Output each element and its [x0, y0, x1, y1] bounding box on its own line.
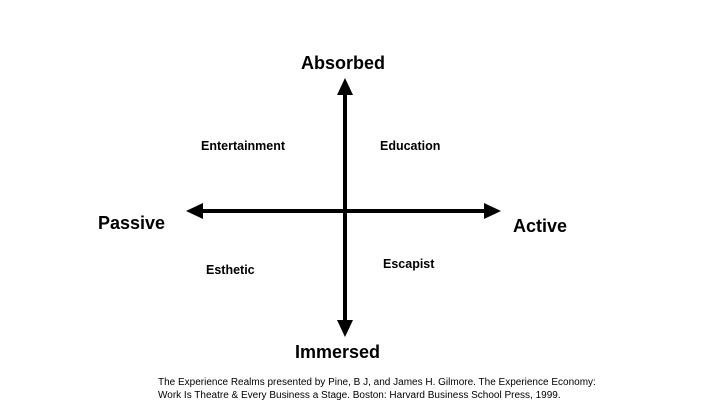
right-arrowhead-icon — [484, 203, 501, 219]
bottom-arrowhead-icon — [337, 320, 353, 337]
quadrant-esthetic: Esthetic — [206, 263, 255, 277]
left-arrowhead-icon — [186, 203, 203, 219]
pole-absorbed: Absorbed — [301, 53, 386, 73]
pole-passive: Passive — [98, 213, 166, 233]
pole-immersed: Immersed — [295, 342, 381, 362]
quadrant-escapist: Escapist — [383, 257, 435, 271]
quadrant-entertainment: Entertainment — [201, 139, 286, 153]
top-arrowhead-icon — [337, 78, 353, 95]
caption-line-2: Work Is Theatre & Every Business a Stage… — [158, 390, 561, 401]
pole-active: Active — [513, 216, 568, 236]
quadrant-education: Education — [380, 139, 441, 153]
source-caption: The Experience Realms presented by Pine,… — [158, 376, 596, 402]
caption-line-1: The Experience Realms presented by Pine,… — [158, 377, 596, 388]
